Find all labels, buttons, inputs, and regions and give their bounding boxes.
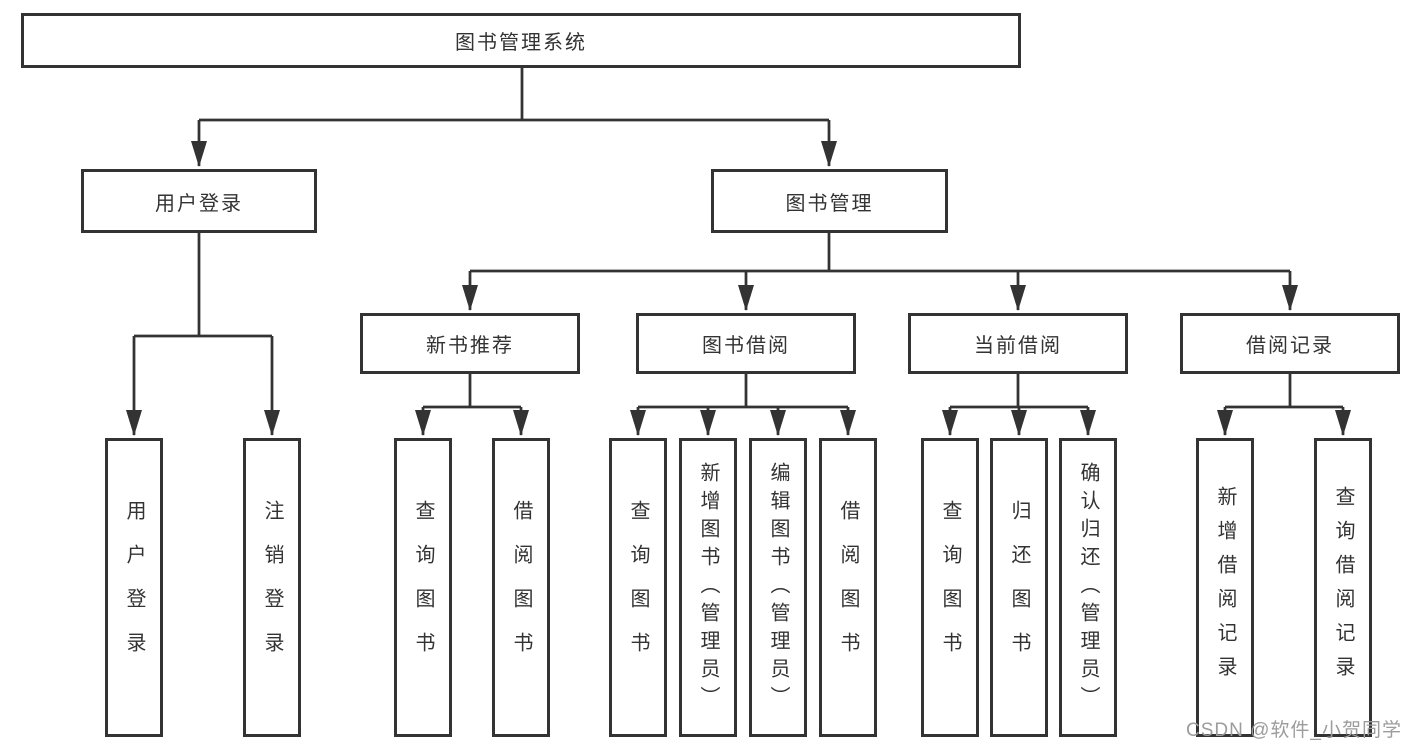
leaf-query-books-3: 查询图书 bbox=[921, 438, 979, 737]
leaf-add-books-admin: 新增图书（管理员） bbox=[679, 438, 737, 737]
node-label: 查询图书 bbox=[627, 499, 649, 676]
node-label: 用户登录 bbox=[155, 192, 243, 215]
node-label: 查询图书 bbox=[412, 499, 434, 676]
leaf-query-borrow-record: 查询借阅记录 bbox=[1314, 438, 1372, 737]
leaf-add-borrow-record: 新增借阅记录 bbox=[1196, 438, 1254, 737]
node-current-borrowing: 当前借阅 bbox=[908, 313, 1128, 374]
node-user-login: 用户登录 bbox=[81, 169, 317, 233]
node-label: 用户登录 bbox=[123, 499, 145, 676]
node-book-management: 图书管理 bbox=[711, 169, 948, 233]
node-label: 注销登录 bbox=[261, 499, 283, 676]
node-label: 确认归还（管理员） bbox=[1077, 461, 1099, 714]
leaf-query-books-2: 查询图书 bbox=[609, 438, 667, 737]
node-label: 归还图书 bbox=[1008, 499, 1030, 676]
leaf-logout: 注销登录 bbox=[243, 438, 301, 737]
node-new-book-recommend: 新书推荐 bbox=[360, 313, 580, 374]
node-label: 编辑图书（管理员） bbox=[767, 461, 789, 714]
node-label: 查询借阅记录 bbox=[1332, 485, 1354, 690]
node-borrow-records: 借阅记录 bbox=[1180, 313, 1400, 374]
csdn-watermark: CSDN @软件_小贺同学 bbox=[1186, 720, 1402, 741]
node-label: 图书管理系统 bbox=[455, 32, 587, 54]
node-label: 图书管理 bbox=[785, 192, 874, 215]
leaf-confirm-return-admin: 确认归还（管理员） bbox=[1059, 438, 1117, 737]
node-book-borrowing: 图书借阅 bbox=[636, 313, 856, 374]
node-label: 查询图书 bbox=[939, 499, 961, 676]
node-label: 借阅图书 bbox=[837, 499, 859, 676]
node-root-system: 图书管理系统 bbox=[21, 13, 1021, 68]
leaf-user-login: 用户登录 bbox=[105, 438, 163, 737]
leaf-borrow-books-1: 借阅图书 bbox=[492, 438, 550, 737]
node-label: 借阅图书 bbox=[510, 499, 532, 676]
leaf-return-books: 归还图书 bbox=[990, 438, 1048, 737]
node-label: 新增图书（管理员） bbox=[697, 461, 719, 714]
node-label: 新书推荐 bbox=[426, 335, 514, 357]
node-label: 借阅记录 bbox=[1246, 335, 1334, 357]
leaf-edit-books-admin: 编辑图书（管理员） bbox=[749, 438, 807, 737]
node-label: 图书借阅 bbox=[702, 335, 790, 357]
node-label: 新增借阅记录 bbox=[1214, 485, 1236, 690]
node-label: 当前借阅 bbox=[974, 335, 1062, 357]
leaf-query-books-1: 查询图书 bbox=[394, 438, 452, 737]
leaf-borrow-books-2: 借阅图书 bbox=[819, 438, 877, 737]
